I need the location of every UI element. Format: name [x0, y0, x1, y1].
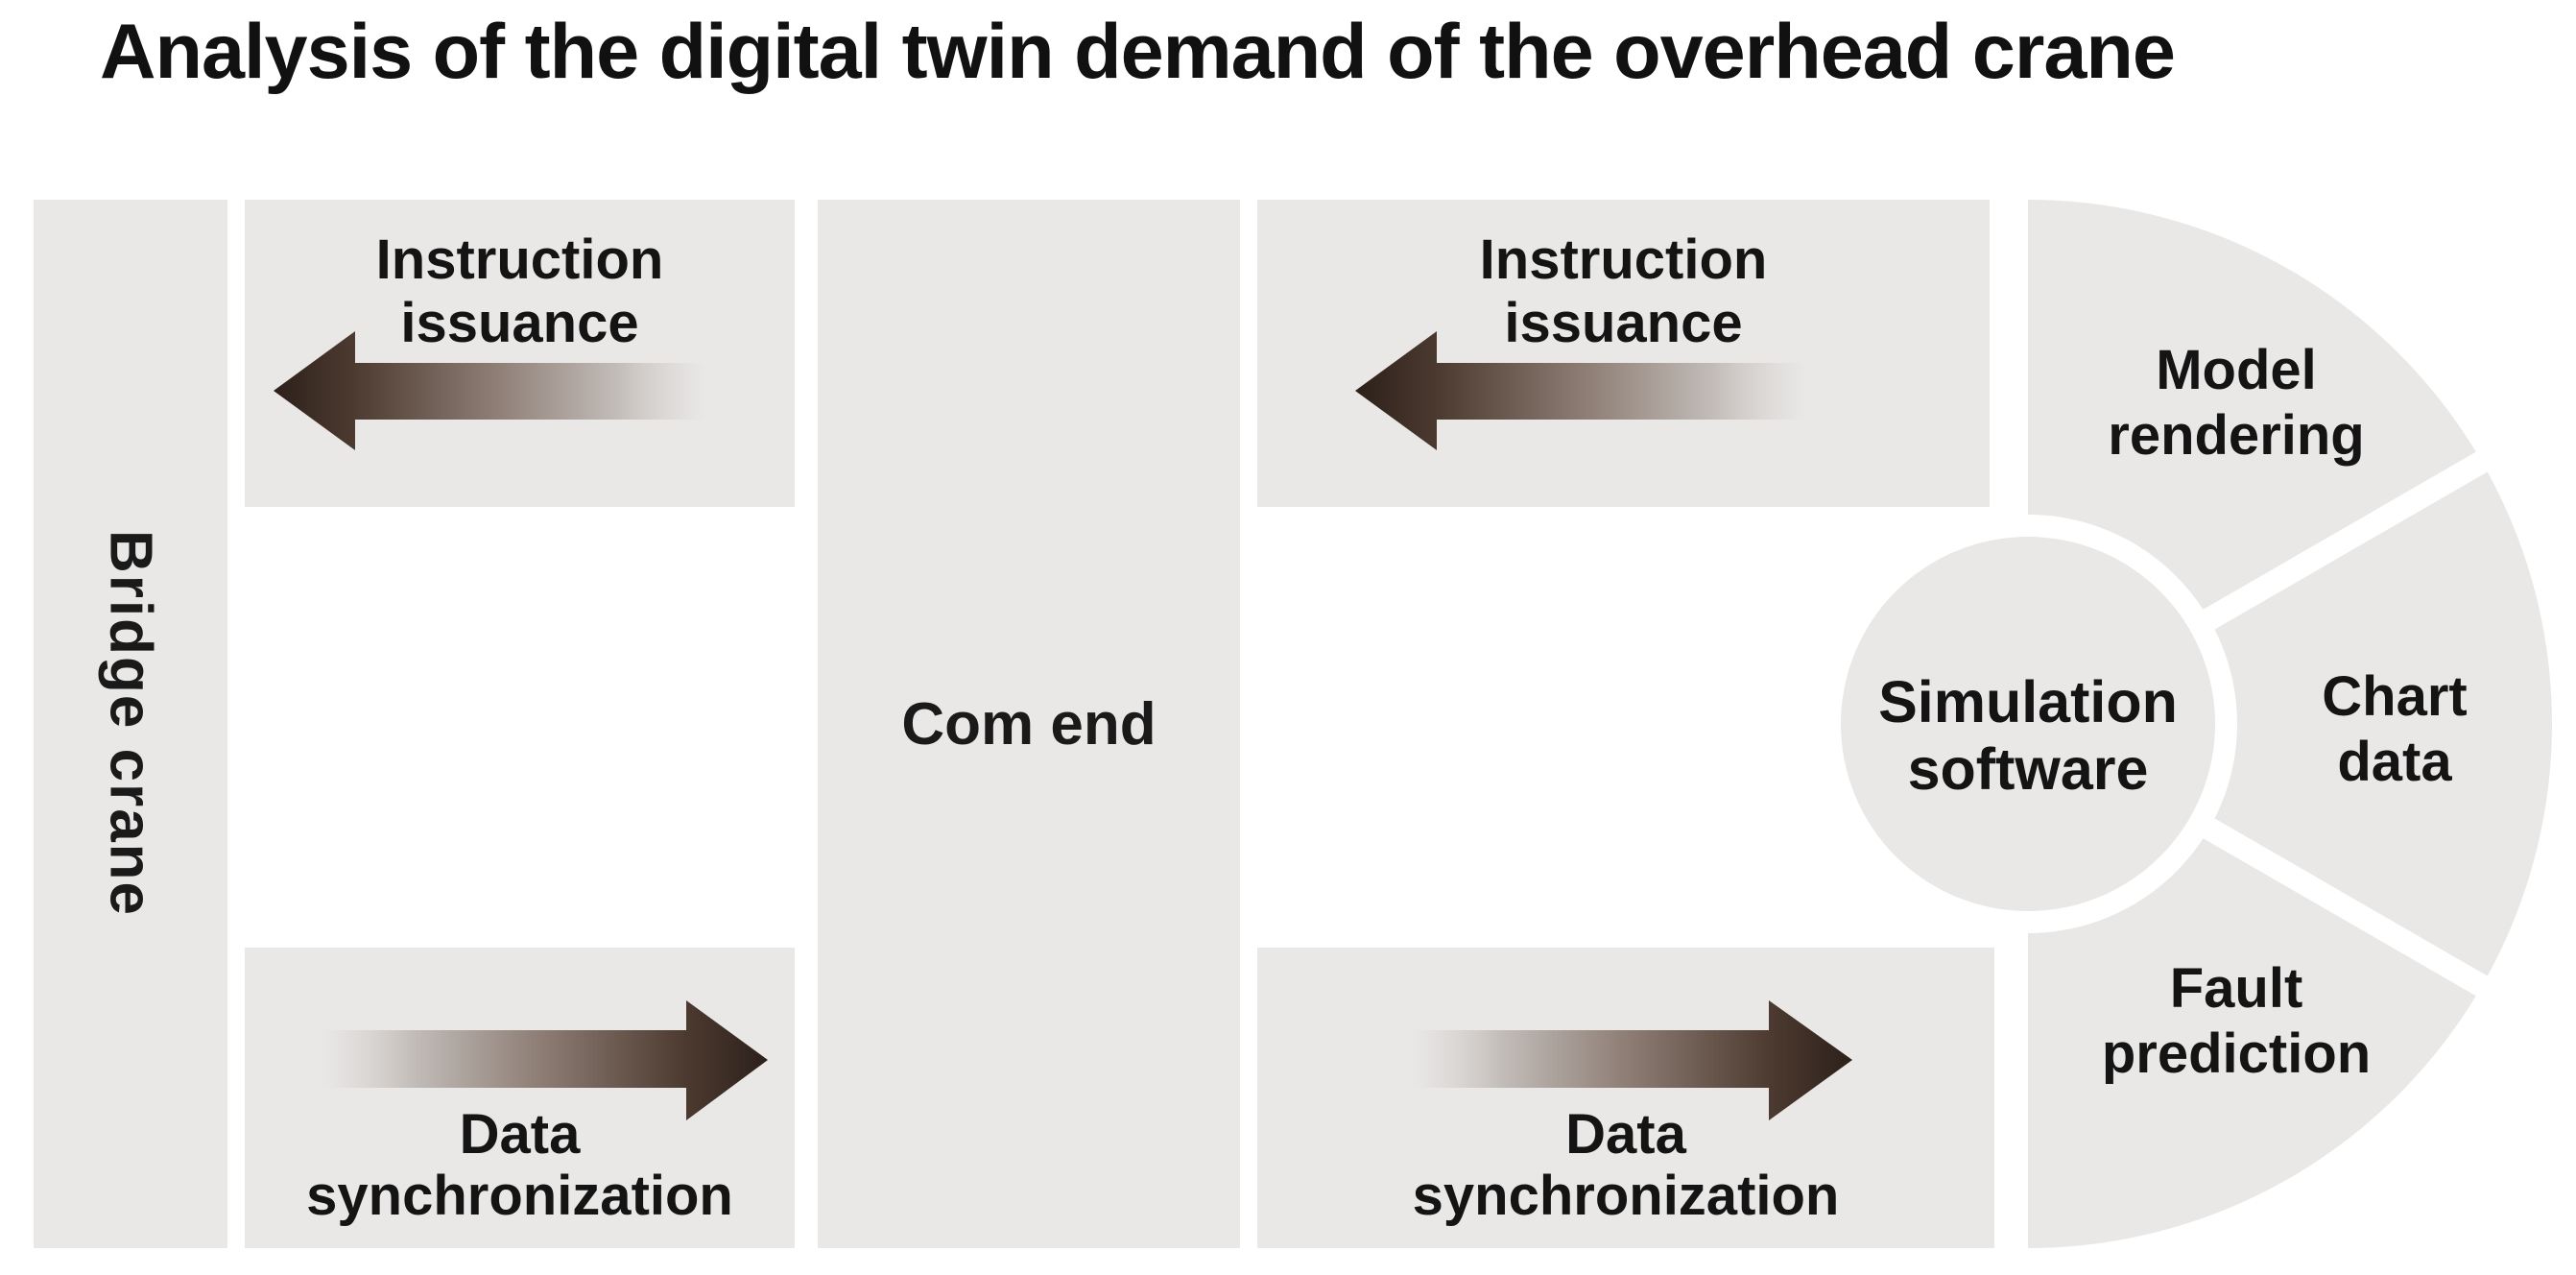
data-sync-arrow-right-icon	[314, 1000, 768, 1120]
com-end-panel: Com end	[818, 200, 1240, 1248]
instruction-arrow-left-icon	[274, 331, 713, 450]
data-synchronization-label-left: Data synchronization	[306, 1103, 733, 1227]
instruction-issuance-label-left: Instruction issuance	[375, 229, 664, 354]
com-end-label: Com end	[901, 690, 1157, 758]
simulation-hub-circle	[1841, 537, 2215, 911]
model-rendering-label: Model rendering	[2108, 339, 2365, 467]
instruction-issuance-panel-left: Instruction issuance	[245, 200, 795, 507]
simulation-fan-chart	[1841, 200, 2574, 1248]
page-title: Analysis of the digital twin demand of t…	[100, 9, 2176, 95]
fault-prediction-label: Fault prediction	[2101, 957, 2372, 1085]
bridge-crane-panel: Bridge crane	[34, 200, 227, 1248]
simulation-software-label: Simulation software	[1878, 669, 2178, 802]
chart-data-label: Chart data	[2322, 665, 2468, 793]
data-sync-arrow-right-icon	[1404, 1000, 1852, 1120]
fan-annulus	[2028, 200, 2552, 1248]
instruction-issuance-label-right: Instruction issuance	[1479, 229, 1768, 354]
instruction-arrow-left-icon	[1355, 331, 1814, 450]
data-synchronization-panel-right: Data synchronization	[1257, 948, 1994, 1248]
bridge-crane-label: Bridge crane	[97, 530, 164, 918]
data-synchronization-panel-left: Data synchronization	[245, 948, 795, 1248]
instruction-issuance-panel-right: Instruction issuance	[1257, 200, 1990, 507]
data-synchronization-label-right: Data synchronization	[1412, 1103, 1840, 1227]
